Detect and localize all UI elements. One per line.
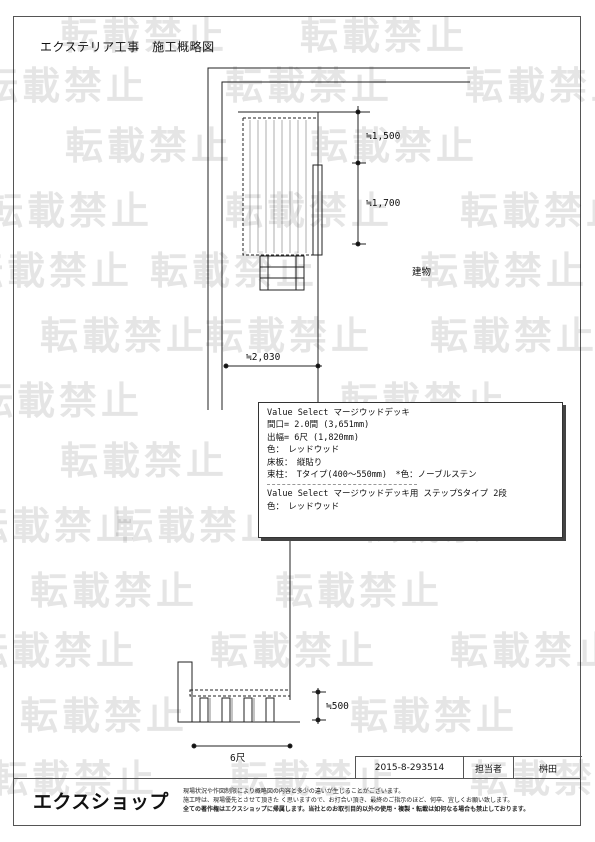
person-name: 桝田 (538, 764, 557, 775)
spec-line: 出幅= 6尺 (1,820mm) (267, 432, 360, 443)
notice-line: 全ての著作権はエクスショップに帰属します。当社とのお取引目的以外の使用・複製・転… (183, 806, 530, 813)
elevation-view (177, 661, 300, 723)
spec-line: Value Select マージウッドデッキ用 ステップSタイプ 2段 (267, 489, 507, 500)
spec-line: Value Select マージウッドデッキ (267, 408, 410, 418)
spec-line: 束柱： Tタイプ(400～550mm) *色：ノーブルステン (267, 470, 477, 481)
title-block: 2015-8-293514 担当者 桝田 エクスショップ 現場状況や作図制限によ… (13, 756, 582, 827)
step-plan (259, 255, 305, 291)
deck-outline-dashed (242, 118, 320, 256)
drawing-frame (13, 16, 581, 826)
window-opening (312, 164, 323, 256)
notice-line: 施工時は、現場優先とさせて頂きた く思いますので、お打合い頂き、最終のご指示のほ… (183, 797, 514, 804)
title-block-footer: エクスショップ 現場状況や作図制限により概略図の内容と多少の違いが生じることがご… (13, 778, 581, 827)
building-label: 建物 (412, 267, 432, 278)
dim-vertical-right (352, 106, 366, 247)
dim-label-500: ≒500 (326, 701, 349, 712)
dim-label-6shaku: 6尺 (230, 753, 246, 764)
dim-label-2030: ≒2,030 (246, 352, 281, 363)
dim-vertical-500 (312, 688, 326, 724)
drawing-title: エクステリア工事 施工概略図 (40, 40, 215, 54)
dim-horizontal-2030 (223, 363, 322, 369)
building-wall-inner (221, 81, 470, 410)
deck-boards (249, 120, 307, 253)
notice-text: 現場状況や作図制限により概略図の内容と多少の違いが生じることがございます。 施工… (183, 787, 529, 814)
spec-line: 間口= 2.0間 (3,651mm) (267, 420, 370, 431)
building-wall-outer (207, 67, 470, 410)
notice-line: 現場状況や作図制限により概略図の内容と多少の違いが生じることがございます。 (183, 788, 405, 795)
dim-horizontal-6shaku (191, 743, 293, 749)
doc-number: 2015-8-293514 (356, 757, 464, 779)
person-label: 担当者 (464, 757, 514, 779)
company-logo: エクスショップ (33, 791, 169, 813)
spec-line: 床板： 縦貼り (267, 457, 323, 468)
title-block-info-row: 2015-8-293514 担当者 桝田 (355, 756, 582, 779)
spec-line: 色： レッドウッド (267, 501, 340, 512)
dim-label-1700: ≒1,700 (366, 198, 401, 209)
spec-separator (267, 484, 417, 486)
spec-line: 色： レッドウッド (267, 445, 340, 456)
dim-label-1500: ≒1,500 (366, 131, 401, 142)
spec-callout-box: Value Select マージウッドデッキ 間口= 2.0間 (3,651mm… (258, 402, 563, 538)
